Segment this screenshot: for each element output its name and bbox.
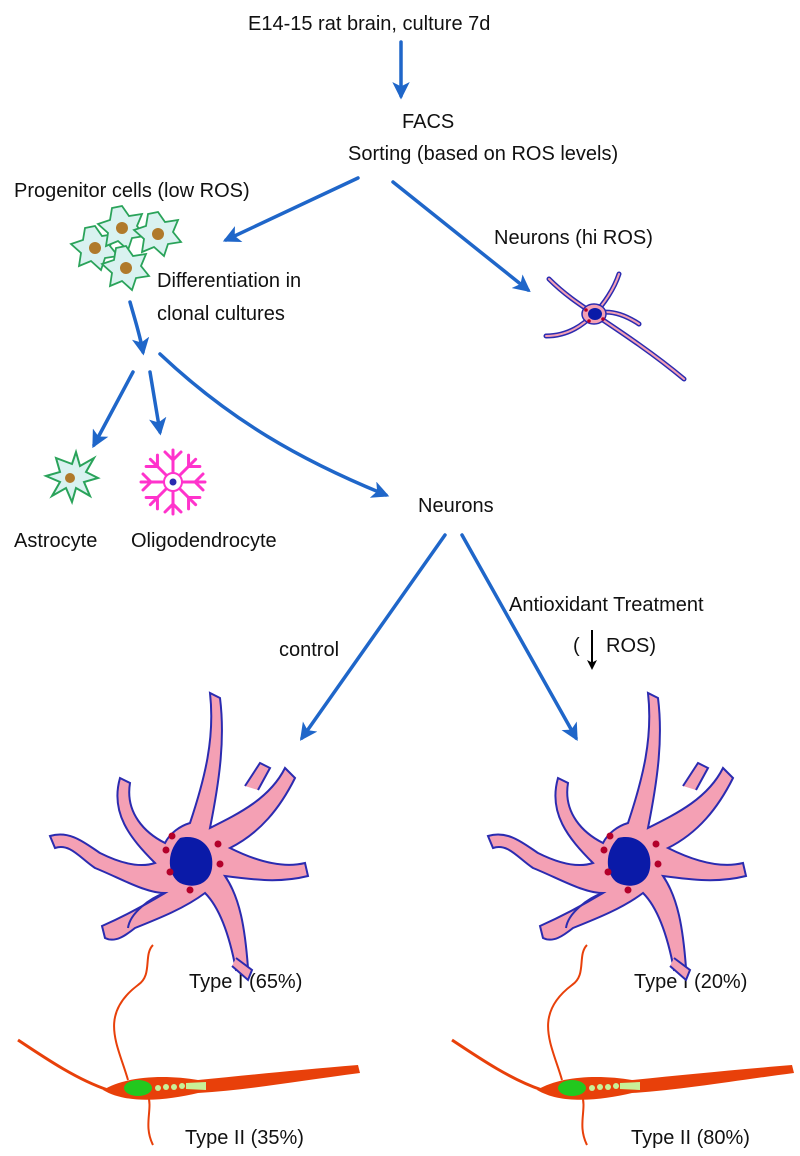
neurons-hi-label: Neurons (hi ROS) <box>494 227 653 249</box>
antioxidant-label: Antioxidant Treatment <box>509 594 704 616</box>
left-type2-label: Type II (35%) <box>185 1127 304 1149</box>
differentiation-label: Differentiation in <box>157 270 301 292</box>
left-type1-neuron <box>49 692 309 981</box>
clonal-cultures-label: clonal cultures <box>157 303 285 325</box>
sorting-label: Sorting (based on ROS levels) <box>348 143 618 165</box>
to-oligodendrocyte-arrow <box>148 370 167 436</box>
to-astrocyte-arrow <box>92 370 135 449</box>
arrows <box>92 40 578 742</box>
facs-to-progenitor-arrow <box>222 176 360 242</box>
facs-label: FACS <box>402 111 454 133</box>
control-arrow <box>299 533 447 741</box>
facs-to-neurons-hi-arrow <box>391 180 531 293</box>
astrocyte-cell <box>43 448 101 505</box>
astrocyte-label: Astrocyte <box>14 530 97 552</box>
source-label: E14-15 rat brain, culture 7d <box>248 13 490 35</box>
oligodendrocyte-cell <box>139 448 207 516</box>
ros-label: ROS) <box>606 635 656 657</box>
right-type2-label: Type II (80%) <box>631 1127 750 1149</box>
left-type1-label: Type I (65%) <box>189 971 302 993</box>
ros-open-paren: ( <box>573 635 580 657</box>
control-label: control <box>279 639 339 661</box>
progenitor-label: Progenitor cells (low ROS) <box>14 180 250 202</box>
to-neurons-arrow <box>158 352 390 498</box>
neuron-hi-ros <box>543 271 687 382</box>
neurons-label: Neurons <box>418 495 494 517</box>
oligodendrocyte-label: Oligodendrocyte <box>131 530 277 552</box>
progenitor-to-differentiation-arrow <box>128 300 150 356</box>
antioxidant-arrow <box>460 533 578 742</box>
right-type1-label: Type I (20%) <box>634 971 747 993</box>
right-type1-neuron <box>487 692 747 981</box>
